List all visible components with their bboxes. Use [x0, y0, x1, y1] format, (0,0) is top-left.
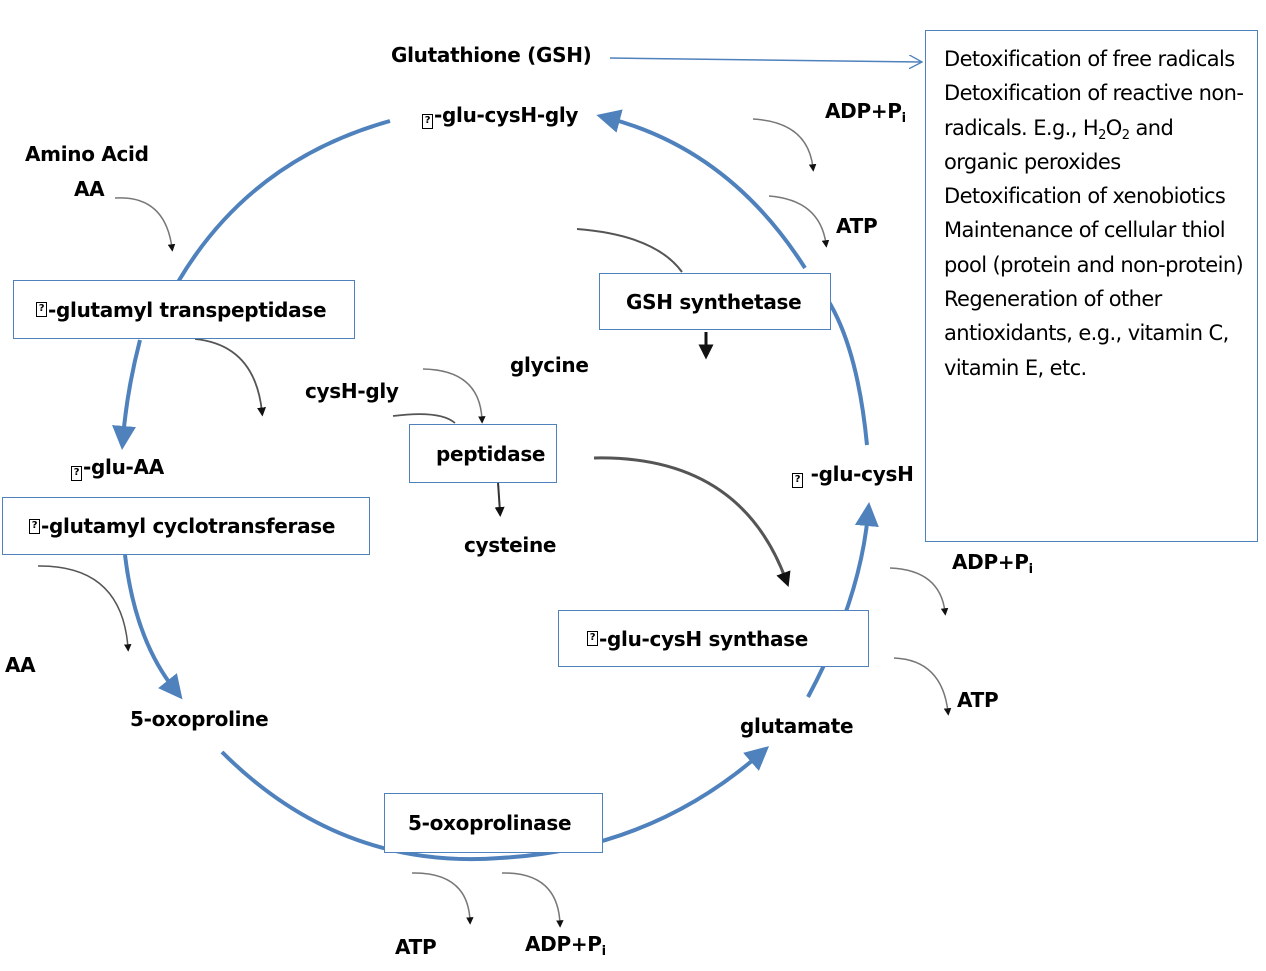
gamma-symbol-icon: ? — [71, 466, 82, 481]
function-item: Detoxification of reactive non-radicals.… — [944, 81, 1244, 174]
arrow-aa-in — [114, 197, 176, 252]
label-glycine: glycine — [510, 353, 589, 377]
glutathione-title: Glutathione (GSH) — [391, 43, 592, 67]
label-aa-in: AA — [74, 177, 105, 201]
label-cysh-gly: cysH-gly — [305, 379, 399, 403]
arrow-oxoprolinase-atp — [411, 872, 474, 925]
gamma-symbol-icon: ? — [422, 114, 433, 129]
cycle-arrow-gsh-to-transpeptidase — [176, 119, 391, 284]
arrow-synthase-adp — [889, 567, 949, 616]
label-oxoprolinase-adp-pi: ADP+Pi — [525, 932, 606, 959]
arrow-synthase-atp — [893, 657, 952, 716]
gamma-symbol-icon: ? — [29, 518, 40, 534]
function-item: Regeneration of other antioxidants, e.g.… — [944, 287, 1229, 380]
label-synthetase-adp-pi: ADP+Pi — [825, 99, 906, 126]
label-cysteine: cysteine — [464, 533, 557, 557]
gamma-symbol-icon: ? — [792, 473, 803, 488]
label-gamma-glu-cysh-gly: ?-glu-cysH-gly — [422, 103, 578, 129]
label-aa-out: AA — [5, 653, 36, 677]
label-5-oxoproline: 5-oxoproline — [130, 707, 269, 731]
enzyme-box-transpeptidase: ?-glutamyl transpeptidase — [13, 280, 355, 339]
cycle-arrow-glutamate-to-glucysh — [806, 502, 879, 698]
cycle-arrow-cyclotransferase-to-oxoproline — [123, 554, 183, 700]
arrow-synthetase-adp — [752, 118, 817, 172]
label-synthetase-atp: ATP — [836, 214, 878, 238]
label-oxoprolinase-atp: ATP — [395, 935, 437, 959]
label-glutamate: glutamate — [740, 714, 854, 738]
enzyme-box-5-oxoprolinase: 5-oxoprolinase — [384, 793, 603, 853]
arrow-glycine-to-synthetase — [576, 228, 683, 273]
arrow-synthetase-atp — [768, 195, 830, 248]
enzyme-box-peptidase: peptidase — [409, 424, 557, 483]
arrow-cyshgly-to-peptidase — [392, 413, 456, 424]
function-item: Detoxification of xenobiotics — [944, 184, 1226, 209]
enzyme-box-gsh-synthetase: GSH synthetase — [599, 273, 831, 330]
function-item: Maintenance of cellular thiol pool (prot… — [944, 218, 1244, 277]
label-gamma-glu-cysh: ? -glu-cysH — [792, 462, 914, 488]
gsh-functions-box: Detoxification of free radicals Detoxifi… — [925, 30, 1258, 542]
arrow-transpeptidase-out — [194, 338, 267, 417]
cycle-arrow-transpeptidase-to-gluaa — [112, 339, 142, 450]
function-item: Detoxification of free radicals — [944, 47, 1235, 71]
enzyme-box-cyclotransferase: ?-glutamyl cyclotransferase — [2, 497, 370, 555]
gamma-symbol-icon: ? — [587, 631, 598, 646]
label-gamma-glu-aa: ?-glu-AA — [71, 455, 164, 481]
arrow-cysteine-to-synthase — [593, 456, 791, 588]
enzyme-box-glu-cysh-synthase: ? -glu-cysH synthase — [558, 610, 869, 667]
arrow-oxoprolinase-adp — [501, 872, 564, 928]
cycle-arrow-synthetase-to-gsh — [596, 109, 807, 270]
arrow-aa-out — [37, 565, 132, 652]
arrow-glycine-to-peptidase — [422, 368, 486, 424]
cycle-arrow-oxoproline-to-glutamate — [220, 746, 770, 862]
arrow-peptidase-to-cysteine — [494, 481, 505, 517]
label-synthase-atp: ATP — [957, 688, 999, 712]
label-amino-acid: Amino Acid — [25, 142, 149, 166]
label-synthase-adp-pi: ADP+Pi — [952, 550, 1033, 577]
gsh-to-functions-arrow — [609, 58, 922, 62]
gamma-symbol-icon: ? — [36, 302, 47, 317]
